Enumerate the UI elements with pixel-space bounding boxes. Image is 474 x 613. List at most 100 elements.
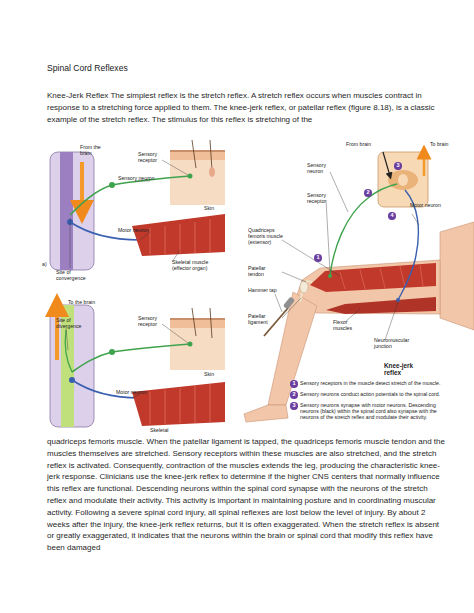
- figure-label: To brain: [430, 142, 470, 148]
- figure-label: Sensory receptor: [307, 193, 337, 205]
- skin-block: [210, 140, 212, 170]
- leader-lines: [66, 328, 68, 350]
- skeletal-muscle: [132, 382, 225, 426]
- callout-number: 2: [290, 391, 297, 398]
- quadriceps-muscle: [310, 263, 436, 292]
- thigh: [296, 260, 440, 314]
- spinal-cord-section: [398, 174, 408, 186]
- reflex-hammer: [283, 296, 295, 309]
- leader-lines: [282, 240, 340, 276]
- skeletal-muscle: [132, 382, 225, 426]
- figure-label: To the brain: [68, 300, 108, 306]
- skeletal-muscle: [150, 384, 210, 424]
- skin-block: [170, 150, 225, 152]
- leader-lines: [162, 160, 188, 175]
- figure-label: a): [42, 262, 62, 268]
- sensory-neuron-path: [109, 349, 115, 355]
- figure-label: Skeletal: [150, 428, 190, 434]
- callout-number: 1: [290, 380, 297, 387]
- sensory-neuron-path: [70, 176, 190, 215]
- brain-arrows: [423, 152, 426, 176]
- skin-block: [210, 308, 212, 338]
- reflex-hammer: [264, 296, 295, 336]
- lower-leg: [268, 292, 317, 405]
- sensory-neuron-path: [65, 330, 192, 372]
- sensory-neuron-path: [328, 184, 397, 278]
- leader-lines: [162, 324, 188, 343]
- motor-neuron-path: [69, 377, 75, 383]
- leader-lines: [275, 172, 419, 340]
- figure-label: From brain: [346, 142, 376, 148]
- flexor-muscles: [326, 297, 436, 314]
- skin-block: [209, 167, 215, 177]
- callout-number: 4: [388, 212, 395, 219]
- sensory-neuron-path: [188, 174, 193, 179]
- sensory-neuron-path: [65, 330, 72, 372]
- leader-lines: [140, 232, 150, 240]
- skin-block: [170, 318, 225, 370]
- sensory-neuron-path: [72, 344, 190, 372]
- figure-label: Motor neuron: [118, 228, 158, 234]
- spinal-cord-segment: [50, 305, 94, 427]
- spinal-cord-segment: [50, 152, 94, 270]
- skin-block: [170, 150, 225, 160]
- figure-label: Skin: [204, 206, 234, 212]
- figure-label: Sensory neuron: [307, 163, 337, 175]
- leader-lines: [70, 160, 188, 268]
- figure-label: From the brain: [80, 145, 110, 157]
- thigh: [296, 260, 440, 314]
- ascending-arrow: [55, 305, 59, 360]
- leader-lines: [282, 298, 301, 318]
- torso: [440, 222, 474, 330]
- spinal-cord-segment: [60, 152, 73, 270]
- sensory-neuron-path: [109, 182, 115, 188]
- figure-label: Neuromuscular junction: [374, 338, 420, 350]
- patella-tendon: [300, 281, 312, 302]
- leader-lines: [330, 172, 348, 212]
- skeletal-muscle: [150, 219, 210, 254]
- quadriceps-muscle: [310, 263, 436, 292]
- leader-lines: [385, 302, 398, 340]
- flexor-muscles: [326, 297, 436, 314]
- figure-label: Skeletal muscle (effector organ): [172, 260, 224, 272]
- sensory-neuron-path: [328, 274, 332, 278]
- ascending-arrow: [57, 305, 58, 360]
- page-title: Spinal Cord Reflexes: [47, 64, 347, 74]
- step-text: Sensory receptors in the muscle detect s…: [300, 381, 442, 387]
- spinal-cord-segment: [50, 152, 94, 270]
- spinal-cord-segment: [50, 305, 94, 427]
- motor-neuron-path: [396, 298, 400, 302]
- step-text: Sensory neurons conduct action potential…: [300, 392, 442, 398]
- leader-lines: [282, 272, 306, 282]
- figure-label: Motor neuron: [116, 390, 156, 396]
- figure-label: Site of convergence: [56, 270, 92, 282]
- skin-block: [170, 140, 225, 205]
- figure-label: Sensory neuron: [118, 176, 158, 182]
- step-text: Sensory neurons synapse with motor neuro…: [300, 403, 442, 421]
- patella-tendon: [300, 293, 302, 302]
- figure-label: Quadriceps femoris muscle (extensor): [248, 228, 284, 246]
- skin-block: [192, 140, 196, 168]
- spinal-cord-section: [378, 152, 428, 207]
- figure-label: Knee-jerk reflex: [384, 362, 426, 377]
- leader-lines: [66, 324, 188, 398]
- callout-number: 3: [394, 162, 401, 169]
- sensory-neuron-path: [330, 184, 397, 276]
- patella-tendon: [306, 281, 312, 282]
- figure-label: Patellar ligament: [248, 314, 280, 326]
- sensory-neuron-path: [70, 174, 193, 216]
- leader-lines: [412, 214, 419, 225]
- figure-label: Patellar tendon: [248, 266, 280, 278]
- callout-number: 1: [314, 254, 321, 261]
- figure-label: Hammer tap: [248, 288, 278, 294]
- skin-block: [192, 308, 196, 336]
- skin-block: [170, 318, 225, 328]
- brain-arrows: [383, 152, 390, 176]
- callout-number: 3: [290, 402, 297, 409]
- body-paragraph: Knee-Jerk Reflex The simplest reflex is …: [47, 90, 447, 125]
- leader-lines: [70, 218, 71, 268]
- figure-label: Motor neuron: [410, 203, 444, 209]
- spinal-cord-section: [388, 170, 418, 190]
- figure-label: Skin: [204, 372, 234, 378]
